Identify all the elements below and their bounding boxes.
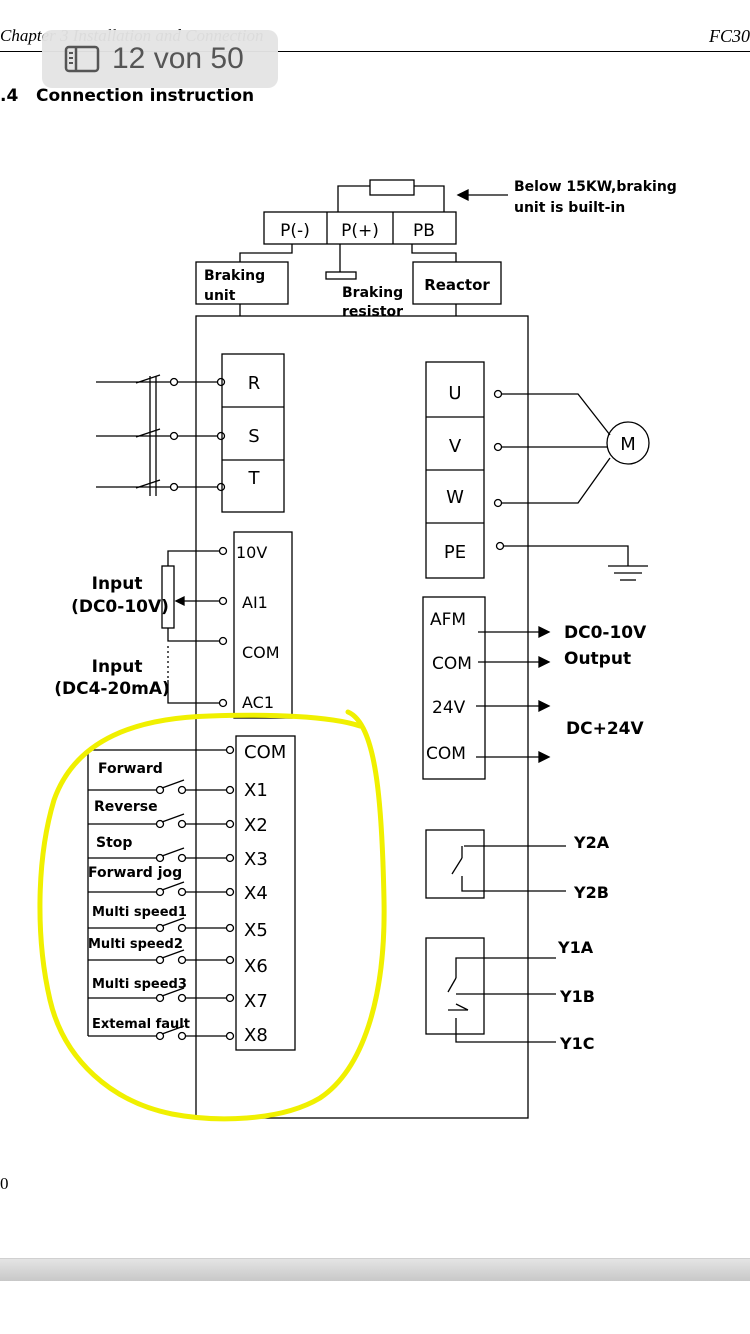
switch-label-multi-speed1: Multi speed1 bbox=[92, 905, 187, 920]
switch-rows bbox=[88, 779, 235, 1041]
terminal-x7: X7 bbox=[244, 991, 268, 1012]
terminal-v: V bbox=[449, 436, 462, 457]
output-dc24v-label: DC+24V bbox=[566, 719, 644, 739]
note-arrowhead bbox=[456, 188, 469, 202]
terminal-com-out2: COM bbox=[426, 744, 466, 764]
bus-terminal-pb: PB bbox=[413, 221, 435, 241]
braking-unit-wire bbox=[239, 244, 293, 262]
terminal-ai1: AI1 bbox=[242, 593, 268, 612]
terminal-w: W bbox=[446, 487, 464, 508]
terminal-com-digital: COM bbox=[244, 742, 286, 763]
switch-label-forward-jog: Forward jog bbox=[88, 865, 182, 881]
terminal-x5: X5 bbox=[244, 920, 268, 941]
reactor-label: Reactor bbox=[424, 276, 490, 294]
page-layout-icon bbox=[64, 45, 100, 73]
terminal-com-out1: COM bbox=[432, 654, 472, 674]
running-header-model: FC30 bbox=[708, 26, 750, 46]
section-number: .4 bbox=[0, 86, 19, 106]
switch-label-forward: Forward bbox=[98, 761, 163, 777]
terminal-x3: X3 bbox=[244, 849, 268, 870]
page-separator-bar bbox=[0, 1258, 750, 1281]
reactor-wire bbox=[411, 244, 457, 262]
page-indicator[interactable]: 12 von 50 bbox=[42, 30, 278, 88]
yellow-highlight-circle bbox=[37, 709, 387, 1122]
braking-unit-label: Braking unit bbox=[204, 268, 270, 304]
bus-terminal-box bbox=[263, 211, 457, 245]
terminal-x8: X8 bbox=[244, 1025, 268, 1046]
relay-y2-box bbox=[425, 829, 485, 899]
terminal-afm: AFM bbox=[430, 610, 466, 630]
relay-y1-box bbox=[425, 937, 485, 1035]
digital-terminal-block bbox=[235, 735, 296, 1051]
switch-label-stop: Stop bbox=[96, 835, 132, 851]
section-heading: .4 Connection instruction bbox=[0, 86, 254, 106]
terminal-ac1: AC1 bbox=[242, 693, 274, 712]
switch-label-multi-speed3: Multi speed3 bbox=[92, 977, 187, 992]
page-number: 0 bbox=[0, 1174, 9, 1193]
terminal-x6: X6 bbox=[244, 956, 268, 977]
input-current-label: Input (DC4-20mA) bbox=[54, 657, 170, 699]
relay-y2a-label: Y2A bbox=[573, 833, 610, 852]
reactor-box bbox=[412, 261, 502, 305]
bus-terminal-p-minus: P(-) bbox=[280, 221, 310, 241]
terminal-r: R bbox=[248, 373, 261, 394]
relay-y2b-label: Y2B bbox=[573, 883, 609, 902]
braking-resistor-symbol bbox=[325, 271, 357, 280]
terminal-x2: X2 bbox=[244, 815, 268, 836]
terminal-x1: X1 bbox=[244, 780, 268, 801]
page-indicator-label: 12 von 50 bbox=[112, 42, 244, 75]
terminal-t: T bbox=[248, 468, 261, 489]
bus-resistor-wire bbox=[337, 185, 370, 212]
switch-label-external-fault: Extemal fault bbox=[92, 1017, 190, 1032]
output-dc0-10v-label: DC0-10V bbox=[564, 623, 647, 643]
switch-label-multi-speed2: Multi speed2 bbox=[88, 937, 183, 952]
input-voltage-label: Input (DC0-10V) bbox=[71, 574, 169, 617]
motor-symbol bbox=[606, 421, 650, 465]
relay-y1c-label: Y1C bbox=[559, 1034, 594, 1053]
switch-label-reverse: Reverse bbox=[94, 799, 158, 815]
terminal-pe: PE bbox=[444, 542, 466, 563]
bus-resistor-symbol bbox=[369, 179, 415, 196]
header-rule bbox=[0, 51, 750, 52]
braking-resistor-label: Braking resistor bbox=[342, 285, 408, 320]
terminal-com-analog: COM bbox=[242, 643, 280, 662]
relay-y1b-label: Y1B bbox=[559, 987, 595, 1006]
bus-resistor-wire-right bbox=[414, 185, 445, 212]
terminal-x4: X4 bbox=[244, 883, 268, 904]
terminal-24v: 24V bbox=[432, 698, 466, 718]
section-title: Connection instruction bbox=[36, 86, 255, 106]
braking-note-text: Below 15KW,braking unit is built-in bbox=[514, 179, 682, 216]
analog-terminal-block bbox=[233, 531, 293, 719]
relay-y1a-label: Y1A bbox=[557, 938, 594, 957]
terminal-u: U bbox=[448, 383, 461, 404]
terminal-10v: 10V bbox=[236, 543, 267, 562]
motor-label: M bbox=[620, 434, 636, 455]
terminal-s: S bbox=[248, 426, 259, 447]
braking-unit-box bbox=[195, 261, 289, 305]
analog-output-block bbox=[422, 596, 486, 780]
bus-terminal-p-plus: P(+) bbox=[341, 221, 379, 241]
output-label: Output bbox=[564, 649, 631, 669]
